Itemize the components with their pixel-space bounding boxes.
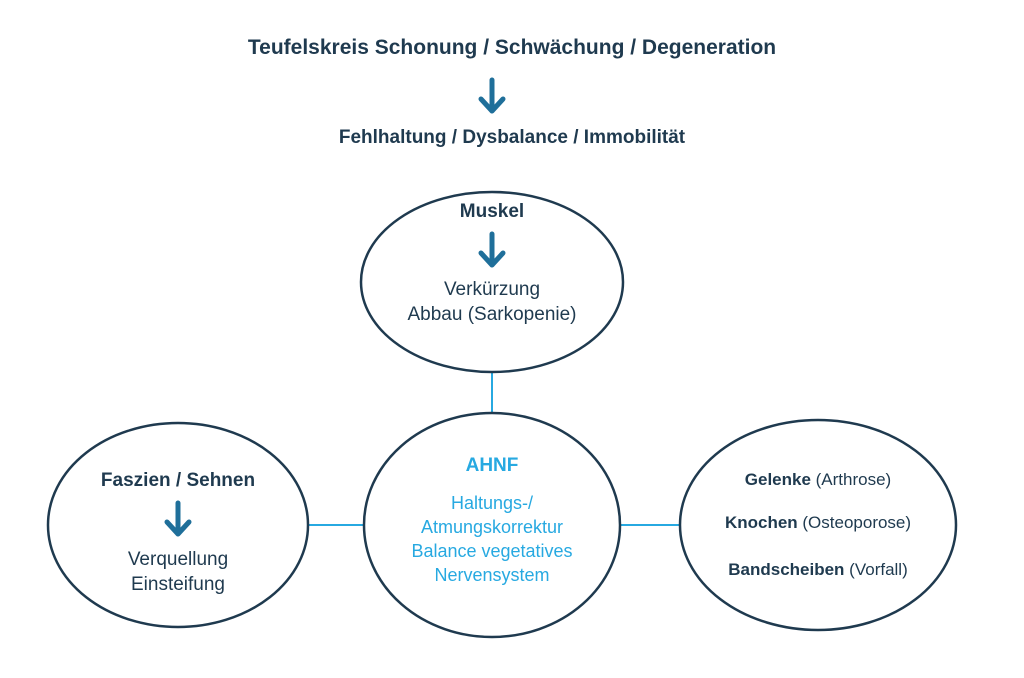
joints-item-bold: Bandscheiben: [728, 560, 845, 579]
joints-item: Knochen (Osteoporose): [688, 513, 948, 533]
fascia-line: Einsteifung: [130, 574, 225, 595]
node-muscle: [359, 190, 625, 374]
diagram-subtitle: Fehlhaltung / Dysbalance / Immobilität: [338, 127, 686, 148]
muscle-line: Abbau (Sarkopenie): [407, 304, 577, 325]
joints-item-bold: Knochen: [724, 513, 798, 532]
fascia-lines: Verquellung Einsteifung: [68, 547, 288, 597]
center-line: Nervensystem: [434, 565, 550, 585]
joints-item: Bandscheiben (Vorfall): [688, 560, 948, 580]
joints-item-rest: (Vorfall): [844, 560, 908, 579]
fascia-line: Verquellung: [127, 549, 229, 570]
center-lines: Haltungs-/ Atmungskorrektur Balance vege…: [372, 491, 612, 587]
arrow-down-icon: [164, 500, 192, 537]
joints-item-bold: Gelenke: [744, 470, 811, 489]
muscle-lines: Verkürzung Abbau (Sarkopenie): [382, 277, 602, 327]
arrow-down-icon: [478, 231, 506, 268]
node-joints: [678, 418, 958, 632]
arrow-down-icon: [478, 77, 506, 114]
joints-item-rest: (Osteoporose): [797, 513, 912, 532]
joints-item-rest: (Arthrose): [810, 470, 892, 489]
joints-item: Gelenke (Arthrose): [688, 470, 948, 490]
diagram-title: Teufelskreis Schonung / Schwächung / Deg…: [247, 36, 777, 59]
fascia-heading: Faszien / Sehnen: [100, 470, 256, 491]
muscle-heading: Muskel: [459, 201, 525, 222]
node-center: [362, 411, 622, 639]
center-line: Atmungskorrektur: [420, 517, 564, 537]
center-line: Balance vegetatives: [411, 541, 573, 561]
center-line: Haltungs-/: [450, 493, 534, 513]
muscle-line: Verkürzung: [443, 279, 541, 300]
center-heading: AHNF: [465, 455, 519, 476]
